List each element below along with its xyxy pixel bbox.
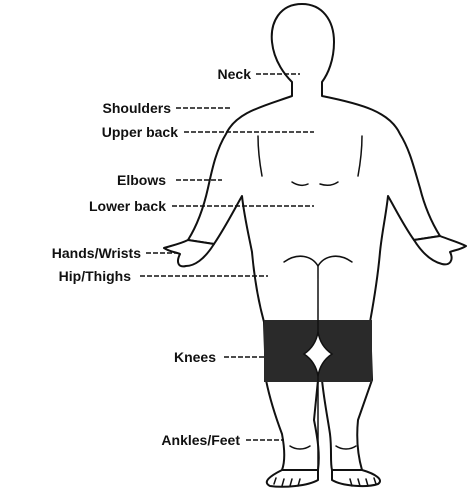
- label-knees: Knees: [174, 349, 216, 365]
- label-elbows: Elbows: [117, 172, 166, 188]
- labels: Neck Shoulders Upper back Elbows Lower b…: [52, 66, 251, 448]
- label-upper-back: Upper back: [102, 124, 178, 140]
- label-neck: Neck: [218, 66, 252, 82]
- body-figure: [164, 4, 466, 487]
- label-ankles-feet: Ankles/Feet: [161, 432, 240, 448]
- label-shoulders: Shoulders: [103, 100, 172, 116]
- right-hand: [414, 236, 466, 264]
- right-foot: [332, 470, 380, 486]
- label-lower-back: Lower back: [89, 198, 166, 214]
- label-hands-wrists: Hands/Wrists: [52, 245, 141, 261]
- label-hip-thighs: Hip/Thighs: [59, 268, 132, 284]
